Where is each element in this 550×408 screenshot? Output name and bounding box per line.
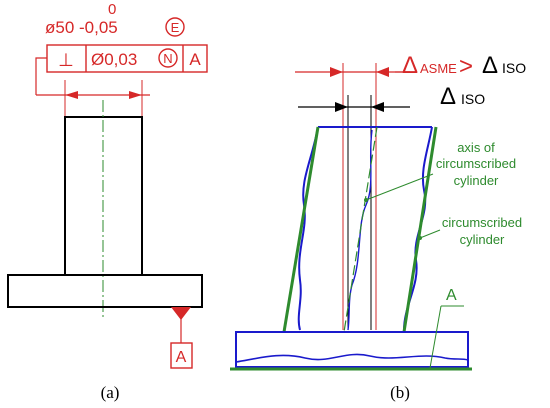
cylinder-b-left-profile (297, 126, 319, 331)
cyl-label-leader (419, 229, 441, 239)
datum-label-b: A (446, 287, 457, 304)
frame-modifier: N (163, 51, 172, 66)
iso-arrow-left (335, 102, 348, 112)
dim-arrow-right (129, 91, 142, 99)
dim-arrow-left (65, 91, 78, 99)
cyl-label-line1: circumscribed (442, 215, 522, 230)
asme-arrow-left (330, 67, 343, 77)
panel-b: Δ ASME > Δ ISO Δ ISO axis of circumscrib… (230, 52, 526, 402)
feature-control-frame: ⊥ Ø0,03 N A (46, 44, 208, 73)
asme-subscript: ASME (420, 61, 457, 76)
iso-arrow-right (371, 102, 384, 112)
circumscribed-axis (343, 126, 378, 333)
datum-b-leader (429, 305, 442, 369)
axis-label-line1: axis of (457, 140, 495, 155)
datum-label-a: A (176, 349, 187, 366)
perpendicularity-symbol: ⊥ (58, 50, 74, 70)
modifier-circle (158, 48, 178, 68)
iso-delta-top: Δ (482, 52, 498, 79)
axis-label-line3: cylinder (454, 173, 499, 188)
envelope-modifier: E (171, 20, 180, 35)
axis-label-leader (365, 173, 434, 201)
asme-arrow-right (376, 67, 389, 77)
asme-delta: Δ (402, 52, 418, 79)
base-a (7, 274, 203, 308)
base-b-surface (235, 353, 469, 363)
cyl-label-line2: cylinder (460, 232, 505, 247)
caption-a: (a) (101, 383, 120, 402)
cyl-label-dot (418, 236, 422, 240)
iso-subscript: ISO (461, 91, 485, 107)
circumscribed-right (402, 126, 438, 333)
datum-triangle (171, 307, 191, 320)
panel-a: 0 ø50 -0,05 E ⊥ Ø0,03 N A (7, 1, 208, 402)
frame-datum: A (189, 50, 201, 69)
circumscribed-left (282, 126, 320, 333)
datum-box (170, 342, 193, 369)
greater-than: > (459, 53, 473, 80)
axis-label-dot (364, 198, 368, 202)
upper-tolerance: 0 (108, 1, 116, 18)
frame-tolerance: Ø0,03 (91, 50, 137, 69)
axis-label-line2: circumscribed (436, 156, 516, 171)
frame-leader (35, 57, 47, 95)
iso-delta: Δ (440, 83, 456, 110)
iso-subscript-top: ISO (502, 60, 526, 76)
base-b (235, 331, 469, 368)
dimension-value: ø50 -0,05 (45, 18, 118, 37)
caption-b: (b) (390, 383, 410, 402)
envelope-circle (165, 17, 185, 37)
derived-axis (347, 129, 373, 331)
